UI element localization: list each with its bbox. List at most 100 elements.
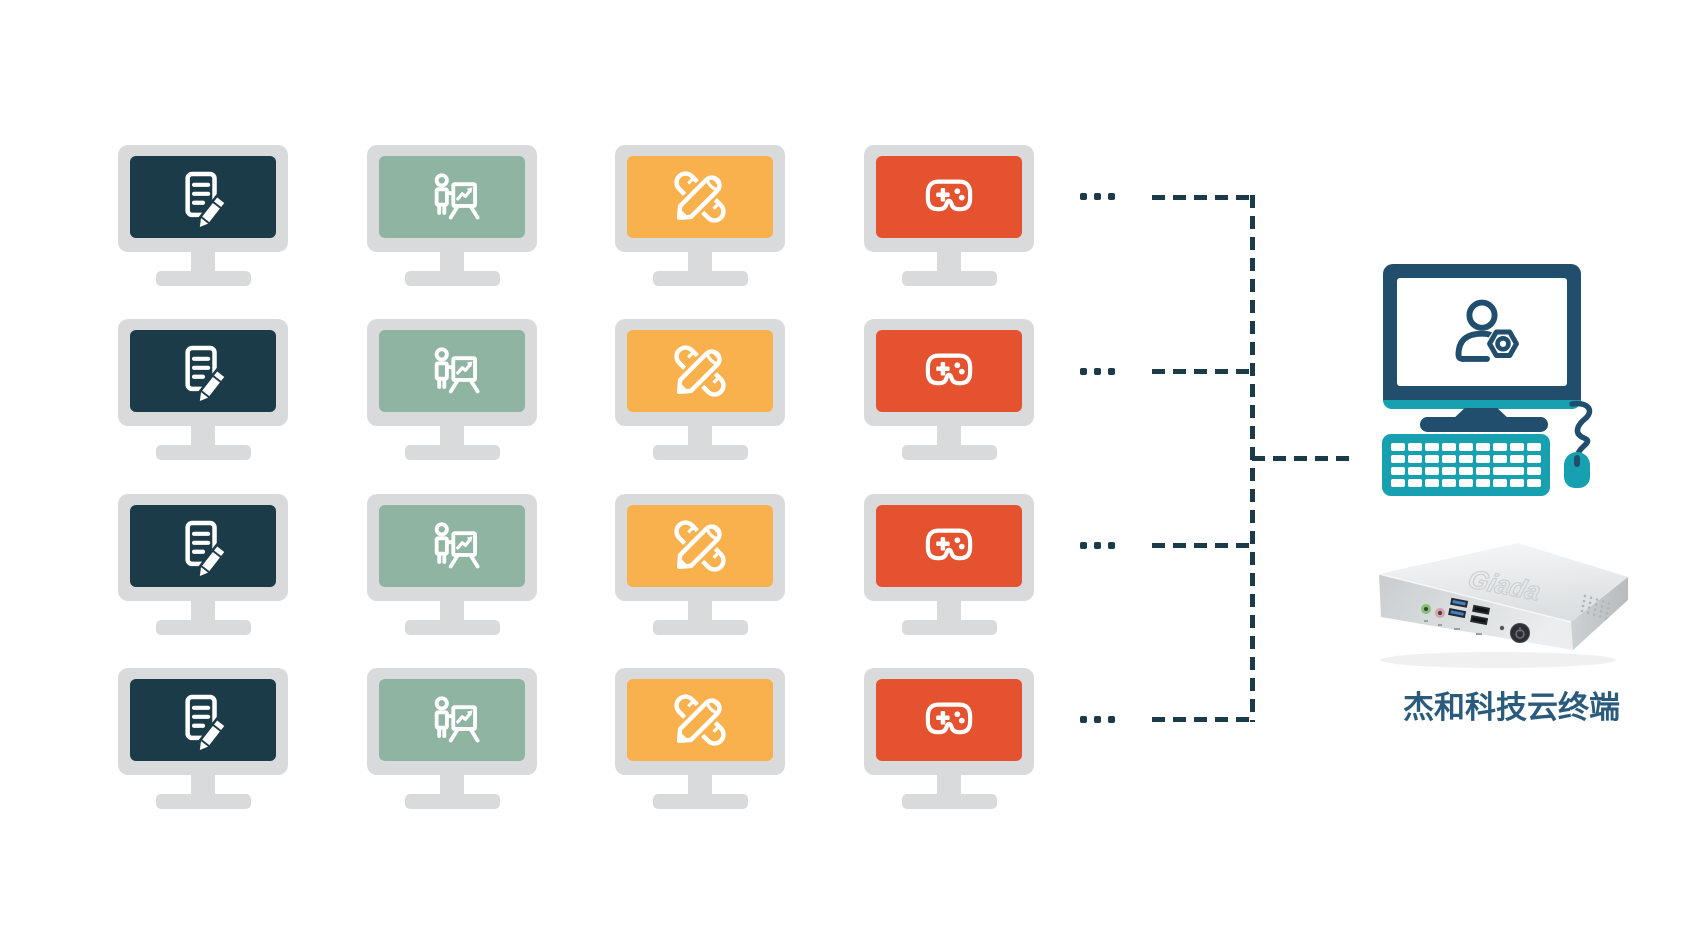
keyboard-key bbox=[1476, 454, 1490, 464]
monitor-base bbox=[155, 271, 251, 286]
connector-branch-line bbox=[1252, 456, 1354, 461]
ellipsis-dots-row-3 bbox=[1080, 542, 1115, 549]
keyboard-key bbox=[1408, 454, 1422, 464]
device-caption: 杰和科技云终端 bbox=[1403, 690, 1620, 725]
ruler-pencil-icon bbox=[668, 339, 732, 403]
keyboard-key bbox=[1425, 478, 1439, 487]
keyboard bbox=[1382, 434, 1550, 496]
connector-dashed-line-row-3 bbox=[1152, 543, 1252, 548]
ruler-pencil-icon bbox=[668, 688, 732, 752]
keyboard-key bbox=[1459, 443, 1473, 452]
monitor-base bbox=[901, 445, 997, 460]
keyboard-key bbox=[1459, 454, 1473, 464]
keyboard-key bbox=[1510, 478, 1524, 487]
keyboard-key bbox=[1527, 454, 1541, 464]
keyboard-key bbox=[1391, 454, 1405, 464]
admin-monitor-base bbox=[1420, 417, 1548, 432]
keyboard-key bbox=[1408, 466, 1422, 476]
document-edit-icon bbox=[171, 514, 235, 578]
document-edit-icon bbox=[171, 688, 235, 752]
keyboard-key bbox=[1493, 443, 1507, 452]
workstation-monitor-presentation bbox=[367, 668, 537, 809]
keyboard-key bbox=[1493, 478, 1507, 487]
keyboard-key bbox=[1442, 443, 1456, 452]
monitor-frame bbox=[118, 494, 288, 601]
monitor-frame bbox=[864, 319, 1034, 426]
workstation-monitor-design bbox=[615, 668, 785, 809]
monitor-stand bbox=[937, 424, 961, 449]
keyboard-key bbox=[1493, 466, 1524, 476]
monitor-stand bbox=[440, 599, 464, 624]
monitor-frame bbox=[864, 494, 1034, 601]
monitor-stand bbox=[937, 250, 961, 275]
monitor-base bbox=[901, 620, 997, 635]
monitor-stand bbox=[440, 424, 464, 449]
monitor-stand bbox=[191, 773, 215, 798]
gamepad-icon bbox=[917, 165, 981, 229]
ellipsis-dots-row-4 bbox=[1080, 716, 1115, 723]
presentation-chart-icon bbox=[420, 514, 484, 578]
monitor-stand bbox=[191, 250, 215, 275]
power-button bbox=[1510, 623, 1530, 643]
monitor-base bbox=[404, 620, 500, 635]
monitor-stand bbox=[191, 599, 215, 624]
monitor-screen bbox=[379, 679, 525, 761]
admin-monitor-screen bbox=[1397, 278, 1567, 386]
usb3-ports bbox=[1448, 597, 1469, 619]
workstation-monitor-gaming bbox=[864, 494, 1034, 635]
monitor-frame bbox=[118, 319, 288, 426]
monitor-base bbox=[404, 794, 500, 809]
workstation-monitor-presentation bbox=[367, 145, 537, 286]
keyboard-key bbox=[1442, 466, 1456, 476]
keyboard-key bbox=[1408, 478, 1422, 487]
workstation-monitor-design bbox=[615, 494, 785, 635]
workstation-monitor-office bbox=[118, 668, 288, 809]
keyboard-key bbox=[1442, 478, 1456, 487]
monitor-stand bbox=[937, 599, 961, 624]
monitor-screen bbox=[379, 330, 525, 412]
monitor-screen bbox=[876, 679, 1022, 761]
monitor-stand bbox=[191, 424, 215, 449]
presentation-chart-icon bbox=[420, 688, 484, 752]
monitor-screen bbox=[627, 679, 773, 761]
admin-monitor bbox=[1383, 264, 1581, 409]
keyboard-key bbox=[1391, 443, 1405, 452]
device-top-face bbox=[1379, 543, 1628, 622]
workstation-monitor-gaming bbox=[864, 145, 1034, 286]
monitor-base bbox=[404, 271, 500, 286]
keyboard-key bbox=[1527, 443, 1541, 452]
monitor-frame bbox=[118, 668, 288, 775]
workstation-monitor-office bbox=[118, 494, 288, 635]
keyboard-key bbox=[1391, 478, 1405, 487]
device-shadow bbox=[1380, 652, 1616, 668]
monitor-base bbox=[652, 794, 748, 809]
monitor-screen bbox=[876, 156, 1022, 238]
monitor-stand bbox=[937, 773, 961, 798]
mouse-cable bbox=[1569, 400, 1593, 457]
monitor-base bbox=[901, 794, 997, 809]
document-edit-icon bbox=[171, 339, 235, 403]
workstation-monitor-presentation bbox=[367, 319, 537, 460]
monitor-screen bbox=[627, 330, 773, 412]
gamepad-icon bbox=[917, 688, 981, 752]
monitor-base bbox=[155, 794, 251, 809]
monitor-screen bbox=[876, 505, 1022, 587]
monitor-base bbox=[652, 445, 748, 460]
monitor-frame bbox=[118, 145, 288, 252]
power-led bbox=[1499, 625, 1505, 631]
monitor-base bbox=[652, 620, 748, 635]
monitor-frame bbox=[367, 319, 537, 426]
keyboard-key bbox=[1425, 443, 1439, 452]
monitor-stand bbox=[440, 250, 464, 275]
keyboard-key bbox=[1442, 454, 1456, 464]
monitor-screen bbox=[130, 330, 276, 412]
connector-dashed-line-row-2 bbox=[1152, 369, 1252, 374]
workstation-monitor-gaming bbox=[864, 319, 1034, 460]
monitor-base bbox=[404, 445, 500, 460]
workstation-monitor-design bbox=[615, 145, 785, 286]
monitor-frame bbox=[367, 145, 537, 252]
mouse bbox=[1564, 452, 1590, 488]
admin-monitor-chin bbox=[1383, 400, 1581, 409]
keyboard-key bbox=[1459, 478, 1473, 487]
monitor-base bbox=[652, 271, 748, 286]
